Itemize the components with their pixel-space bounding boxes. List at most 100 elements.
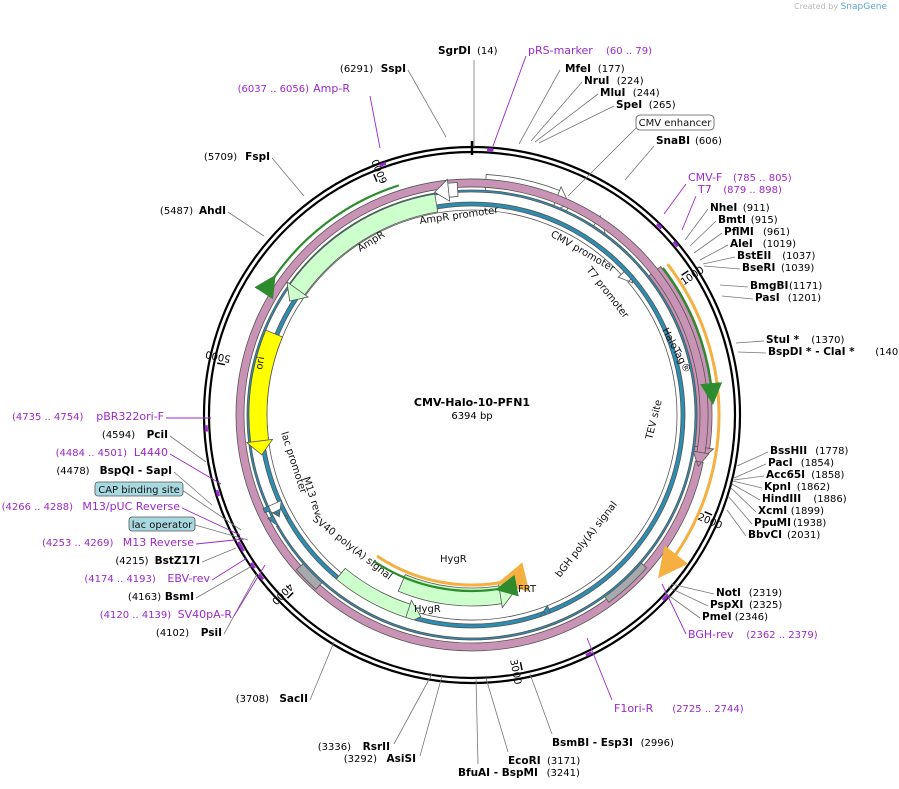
feature-cap-binding-site[interactable] bbox=[262, 505, 271, 514]
site-acc65i[interactable]: Acc65I(1858) bbox=[766, 469, 845, 481]
site-name: BssHII bbox=[770, 445, 807, 457]
site-stui[interactable]: StuI *(1370) bbox=[766, 334, 845, 346]
site-name: PacI bbox=[768, 457, 793, 469]
site-sacii[interactable]: SacII(3708) bbox=[236, 693, 308, 705]
site-leader bbox=[530, 81, 583, 142]
site-name: AsiSI bbox=[387, 753, 416, 765]
primer-range: (4735 .. 4754) bbox=[12, 412, 84, 423]
site-leader bbox=[699, 244, 729, 261]
site-fspi[interactable]: FspI(5709) bbox=[204, 151, 270, 163]
boxed-label-cap-binding-site[interactable]: CAP binding site bbox=[94, 481, 184, 497]
site-ecori[interactable]: EcoRI(3171) bbox=[508, 755, 580, 767]
site-leader bbox=[730, 487, 757, 513]
site-bmti[interactable]: BmtI(915) bbox=[718, 214, 778, 226]
site-leader bbox=[737, 351, 767, 354]
site-leader bbox=[534, 93, 599, 143]
feature-label-hygr-2: HygR bbox=[414, 604, 441, 615]
boxed-label-lac-operator[interactable]: lac operator bbox=[128, 516, 196, 532]
site-nrui[interactable]: NruI(224) bbox=[584, 75, 644, 87]
boxed-label-leader bbox=[194, 524, 249, 541]
primer-l4440[interactable]: L4440(4484 .. 4501) bbox=[56, 446, 168, 459]
site-mfei[interactable]: MfeI(177) bbox=[565, 63, 625, 75]
primer-name: F1ori-R bbox=[614, 702, 654, 715]
primer-sv40pa-r[interactable]: SV40pA-R(4120 .. 4139) bbox=[100, 608, 233, 621]
site-position: (1886) bbox=[813, 494, 846, 505]
site-position: (4102) bbox=[156, 628, 189, 639]
primer-mark bbox=[585, 651, 593, 657]
primer-range: (2725 .. 2744) bbox=[672, 704, 744, 715]
site-pmei[interactable]: PmeI(2346) bbox=[702, 611, 768, 623]
primer-leader bbox=[195, 538, 245, 545]
site-psii[interactable]: PsiI(4102) bbox=[156, 627, 222, 639]
site-bspdi-clai[interactable]: BspDI * - ClaI *(1407) bbox=[768, 346, 899, 358]
site-position: (6291) bbox=[340, 64, 373, 75]
site-bsmbi-esp3i[interactable]: BsmBI - Esp3I(2996) bbox=[552, 737, 674, 749]
primer-ebv-rev[interactable]: EBV-rev(4174 .. 4193) bbox=[84, 572, 210, 585]
primer-f1ori-r[interactable]: F1ori-R (2725 .. 2744) bbox=[614, 702, 744, 715]
site-hindiii[interactable]: HindIII(1886) bbox=[762, 493, 847, 505]
site-bsmi[interactable]: BsmI(4163) bbox=[128, 591, 194, 603]
primer-t7[interactable]: T7(879 .. 898) bbox=[697, 183, 782, 196]
site-ppumi[interactable]: PpuMI(1938) bbox=[754, 517, 826, 529]
site-xcmi[interactable]: XcmI(1899) bbox=[758, 505, 824, 517]
site-position: (1778) bbox=[815, 446, 848, 457]
site-bbvci[interactable]: BbvCI(2031) bbox=[748, 529, 820, 541]
primer-m13-reverse[interactable]: M13 Reverse(4253 .. 4269) bbox=[42, 536, 194, 549]
site-pflmi[interactable]: PflMI(961) bbox=[724, 226, 790, 238]
site-bstz17i[interactable]: BstZ17I(4215) bbox=[115, 555, 200, 567]
primer-name: pRS-marker bbox=[528, 44, 593, 57]
feature-tev-site[interactable] bbox=[235, 178, 710, 652]
primer-leader bbox=[181, 507, 241, 536]
primer-bgh-rev[interactable]: BGH-rev(2362 .. 2379) bbox=[688, 628, 818, 641]
site-position: (1862) bbox=[797, 482, 830, 493]
site-leader bbox=[173, 471, 213, 506]
site-pcii[interactable]: PciI(4594) bbox=[102, 429, 168, 441]
primer-range: (4253 .. 4269) bbox=[42, 538, 114, 549]
primer-leader bbox=[663, 183, 687, 215]
site-leader bbox=[407, 69, 447, 138]
site-asisi[interactable]: AsiSI(3292) bbox=[344, 753, 416, 765]
site-bsteii[interactable]: BstEII(1037) bbox=[737, 250, 816, 262]
site-sspi[interactable]: SspI(6291) bbox=[340, 63, 406, 75]
site-bmgbi[interactable]: BmgBI(1171) bbox=[750, 280, 822, 292]
primer-amp-r[interactable]: Amp-R(6037 .. 6056) bbox=[238, 82, 351, 95]
primer-m13-puc-reverse[interactable]: M13/pUC Reverse(4266 .. 4288) bbox=[2, 500, 181, 513]
site-position: (1370) bbox=[811, 335, 844, 346]
primer-cmv-f[interactable]: CMV-F(785 .. 805) bbox=[688, 171, 792, 184]
feature-label-hygr: HygR bbox=[440, 554, 467, 565]
site-leader bbox=[727, 495, 753, 525]
primer-prs-marker[interactable]: pRS-marker(60 .. 79) bbox=[528, 44, 652, 57]
primer-mark bbox=[239, 544, 245, 552]
site-noti[interactable]: NotI(2319) bbox=[716, 587, 782, 599]
site-nhei[interactable]: NheI(911) bbox=[710, 202, 770, 214]
site-name: KpnI bbox=[764, 481, 791, 493]
site-bsshii[interactable]: BssHII (1778) bbox=[770, 445, 849, 457]
site-alei[interactable]: AleI(1019) bbox=[730, 238, 796, 250]
primer-pbr322ori-f[interactable]: pBR322ori-F(4735 .. 4754) bbox=[12, 410, 164, 423]
site-pasi[interactable]: PasI(1201) bbox=[755, 292, 821, 304]
site-ahdi[interactable]: AhdI(5487) bbox=[160, 205, 226, 217]
scale-tick-label: 5000 bbox=[205, 348, 232, 364]
site-sgrdi[interactable]: SgrDI(14) bbox=[438, 45, 498, 57]
site-paci[interactable]: PacI(1854) bbox=[768, 457, 834, 469]
site-bseri[interactable]: BseRI(1039) bbox=[742, 262, 814, 274]
site-bspqi-sapi[interactable]: BspQI - SapI(4478) bbox=[56, 465, 172, 477]
site-leader bbox=[309, 641, 335, 701]
feature-ampr[interactable] bbox=[286, 193, 439, 302]
site-bfuai-bspmi[interactable]: BfuAI - BspMI(3241) bbox=[458, 767, 580, 779]
plasmid-name: CMV-Halo-10-PFN1 bbox=[414, 396, 530, 409]
site-kpni[interactable]: KpnI (1862) bbox=[764, 481, 830, 493]
site-rsrii[interactable]: RsrII(3336) bbox=[318, 741, 390, 753]
site-name: PpuMI bbox=[754, 517, 791, 529]
site-position: (1858) bbox=[811, 470, 844, 481]
site-snabi[interactable]: SnaBI(606) bbox=[656, 135, 722, 147]
site-name: SnaBI bbox=[656, 135, 690, 147]
feature-ori[interactable] bbox=[245, 329, 283, 456]
site-leader bbox=[736, 451, 769, 467]
feature-ampr-promoter[interactable] bbox=[433, 178, 459, 202]
primer-range: (6037 .. 6056) bbox=[238, 84, 310, 95]
site-mlui[interactable]: MluI(244) bbox=[600, 87, 660, 99]
site-spei[interactable]: SpeI(265) bbox=[616, 99, 676, 111]
site-pspxi[interactable]: PspXI(2325) bbox=[710, 599, 782, 611]
